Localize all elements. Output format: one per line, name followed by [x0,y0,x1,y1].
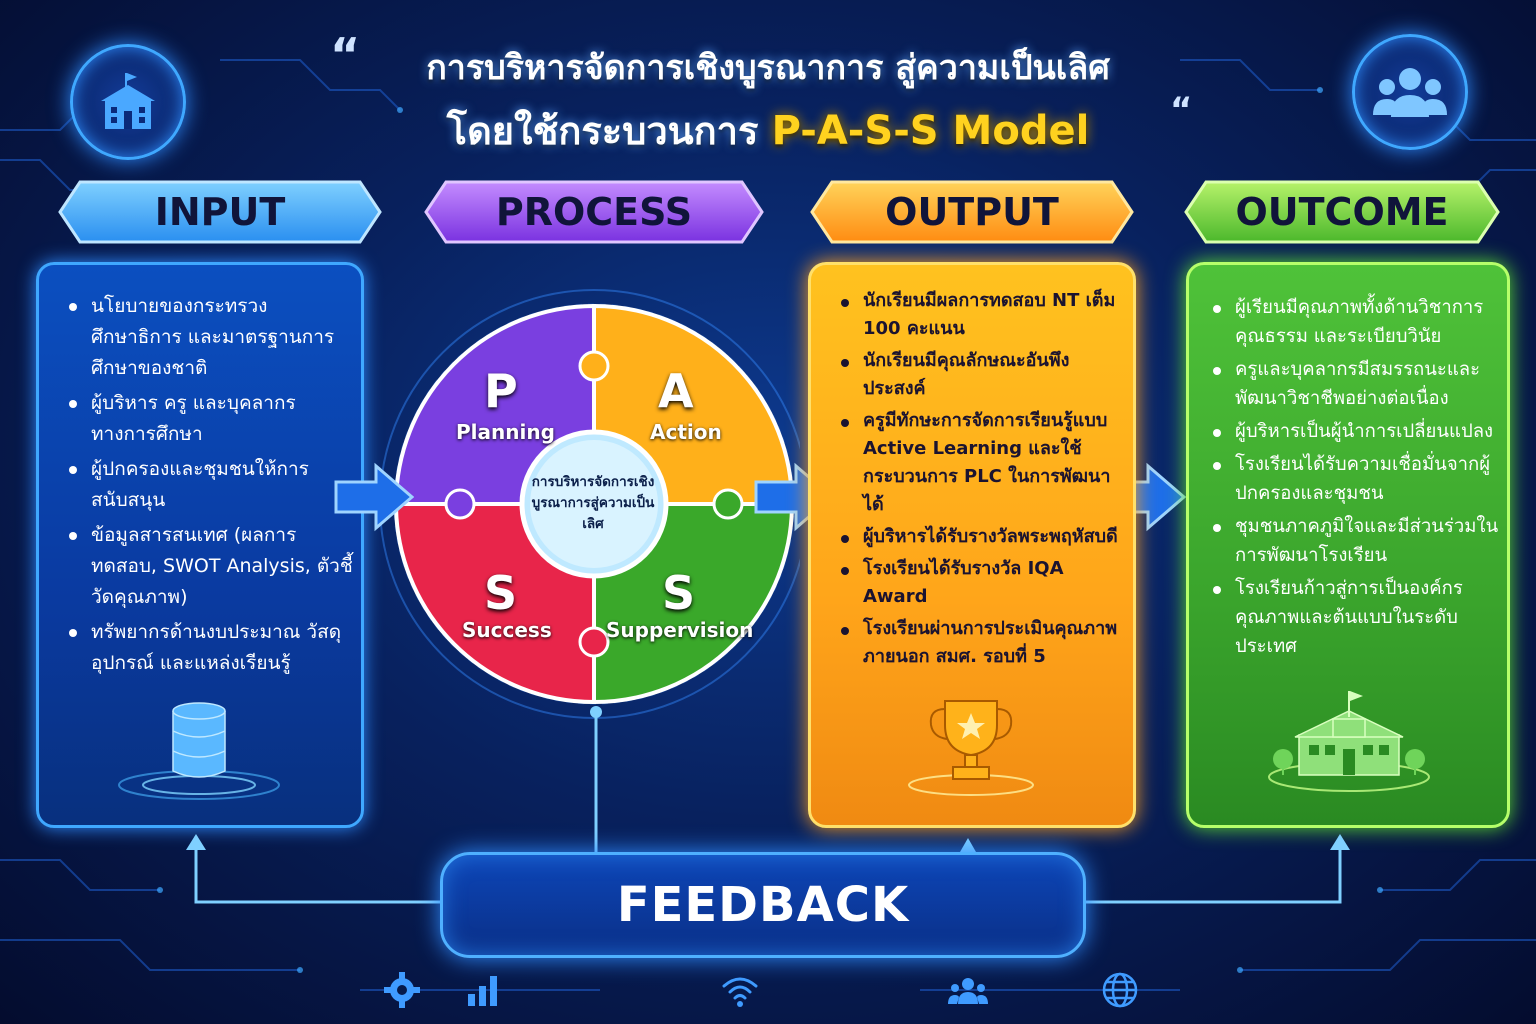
s1-letter: S [484,566,518,620]
title-prefix: โดยใช้กระบวนการ [446,109,772,153]
wifi-icon [722,977,758,1007]
gear-icon [384,972,420,1008]
bar-chart-icon [468,976,497,1006]
output-item: นักเรียนมีคุณลักษณะอันพึงประสงค์ [837,347,1127,403]
database-icon [118,702,280,800]
s2-letter: S [662,566,696,620]
school-icon [70,44,186,160]
output-item: ครูมีทักษะการจัดการเรียนรู้แบบ Active Le… [837,407,1127,519]
people-icon [948,978,988,1004]
outcome-item: ชุมชนภาคภูมิใจและมีส่วนร่วมในการพัฒนาโรง… [1209,512,1501,570]
supervision-label: Suppervision [606,618,754,642]
output-panel: นักเรียนมีผลการทดสอบ NT เต็ม 100 คะแนน น… [808,262,1136,828]
model-name: P-A-S-S Model [771,108,1090,154]
banner-process: PROCESS [424,180,764,244]
people-icon [1352,34,1468,150]
output-item: โรงเรียนผ่านการประเมินคุณภาพภายนอก สมศ. … [837,615,1127,671]
input-item: ผู้บริหาร ครู และบุคลากรทางการศึกษา [65,388,355,450]
close-quote: “ [1170,90,1193,130]
output-item: โรงเรียนได้รับรางวัล IQA Award [837,555,1127,611]
process-center-text: การบริหารจัดการเชิงบูรณาการสู่ความเป็นเล… [531,474,655,532]
banner-outcome-label: OUTCOME [1235,190,1449,234]
input-item: ข้อมูลสารสนเทศ (ผลการทดสอบ, SWOT Analysi… [65,520,355,613]
page-title-line1: การบริหารจัดการเชิงบูรณาการ สู่ความเป็นเ… [426,48,1110,88]
outcome-list: ผู้เรียนมีคุณภาพทั้งด้านวิชาการ คุณธรรม … [1209,293,1501,665]
banner-outcome: OUTCOME [1184,180,1500,244]
output-item: ผู้บริหารได้รับรางวัลพระพฤหัสบดี [837,523,1127,551]
open-quote: “ [330,28,361,82]
action-label: Action [650,420,722,444]
input-panel: นโยบายของกระทรวงศึกษาธิการ และมาตรฐานการ… [36,262,364,828]
outcome-item: ผู้บริหารเป็นผู้นำการเปลี่ยนแปลง [1209,417,1501,446]
banner-process-label: PROCESS [495,190,693,234]
outcome-item: โรงเรียนได้รับความเชื่อมั่นจากผู้ปกครองแ… [1209,450,1501,508]
input-item: ผู้ปกครองและชุมชนให้การสนับสนุน [65,454,355,516]
globe-icon [1102,972,1138,1008]
outcome-item: โรงเรียนก้าวสู่การเป็นองค์กรคุณภาพและต้น… [1209,574,1501,661]
feedback-box: FEEDBACK [440,852,1086,958]
trophy-icon [908,700,1034,796]
input-item: นโยบายของกระทรวงศึกษาธิการ และมาตรฐานการ… [65,291,355,384]
input-item: ทรัพยากรด้านงบประมาณ วัสดุอุปกรณ์ และแหล… [65,617,355,679]
banner-input-label: INPUT [154,190,286,234]
arrow-input-to-process [334,462,414,532]
pass-cycle [380,289,800,719]
outcome-item: ครูและบุคลากรมีสมรรถนะและพัฒนาวิชาชีพอย่… [1209,355,1501,413]
banner-input: INPUT [58,180,382,244]
outcome-panel: ผู้เรียนมีคุณภาพทั้งด้านวิชาการ คุณธรรม … [1186,262,1510,828]
success-label: Success [462,618,552,642]
a-letter: A [658,364,694,418]
outcome-item: ผู้เรียนมีคุณภาพทั้งด้านวิชาการ คุณธรรม … [1209,293,1501,351]
school-building-icon [1268,691,1430,792]
banner-output-label: OUTPUT [885,190,1059,234]
p-letter: P [484,364,518,418]
input-list: นโยบายของกระทรวงศึกษาธิการ และมาตรฐานการ… [65,291,355,683]
feedback-label: FEEDBACK [616,877,910,933]
output-item: นักเรียนมีผลการทดสอบ NT เต็ม 100 คะแนน [837,287,1127,343]
banner-output: OUTPUT [810,180,1134,244]
output-list: นักเรียนมีผลการทดสอบ NT เต็ม 100 คะแนน น… [837,287,1127,675]
planning-label: Planning [456,420,555,444]
page-title-line2: โดยใช้กระบวนการ P-A-S-S Model [0,100,1536,161]
